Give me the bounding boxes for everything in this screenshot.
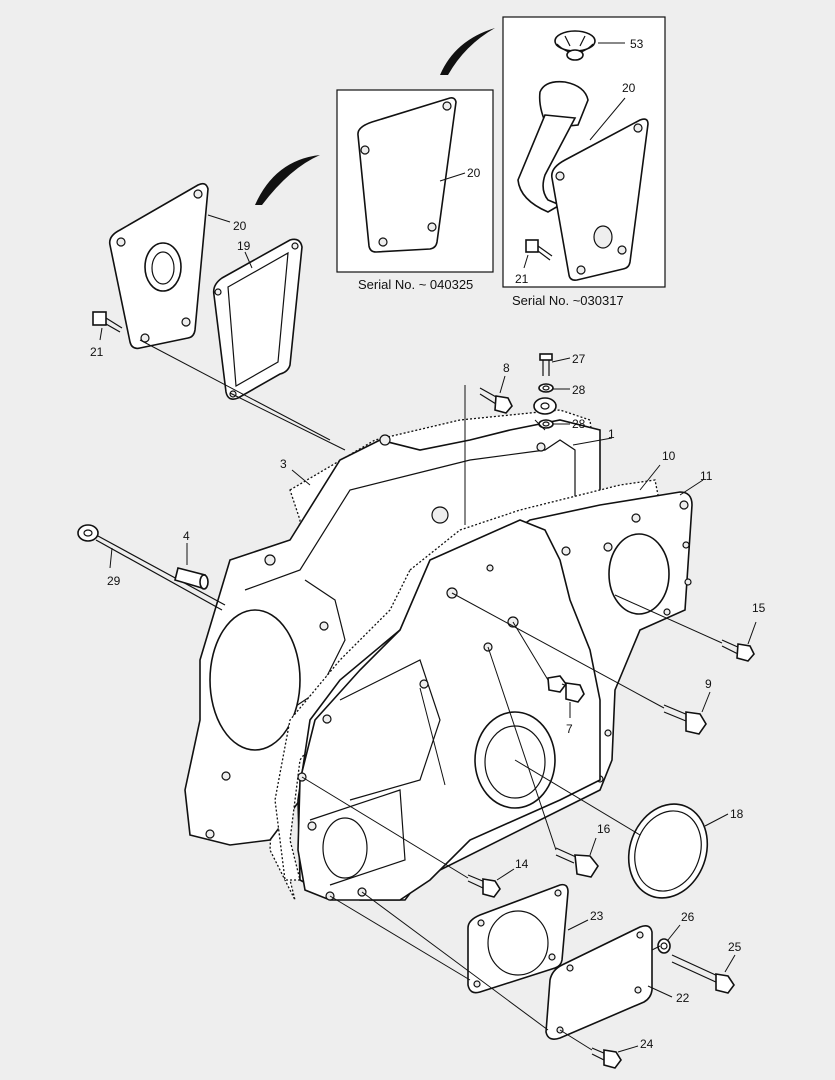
callout-15: 15 <box>752 601 766 615</box>
callout-21: 21 <box>90 345 104 359</box>
callout-26: 26 <box>681 910 695 924</box>
inset-serial-040325: 20 Serial No. ~ 040325 <box>255 89 494 292</box>
callout-21-inset: 21 <box>515 272 529 286</box>
callout-10: 10 <box>662 449 676 463</box>
bolt-24 <box>591 1047 622 1069</box>
filler-cap-53 <box>554 30 596 61</box>
washer-28-upper <box>538 383 554 393</box>
timing-cover <box>297 519 601 901</box>
cover-plate-20-inset-b <box>550 118 649 281</box>
callout-18: 18 <box>730 807 744 821</box>
bolt-27 <box>539 353 553 376</box>
callout-16: 16 <box>597 822 611 836</box>
callout-8: 8 <box>503 361 510 375</box>
callout-3: 3 <box>280 457 287 471</box>
cover-plate-20-inset-a <box>357 97 457 253</box>
filler-tube <box>517 80 589 213</box>
pointer-arrow <box>255 155 320 205</box>
bolt-8 <box>479 387 513 414</box>
bolt-21-inset <box>525 239 553 261</box>
seal-ring-18 <box>627 803 709 899</box>
bolt-14 <box>467 874 501 898</box>
callout-23: 23 <box>590 909 604 923</box>
callout-19: 19 <box>237 239 251 253</box>
callout-28-lower: 28 <box>572 417 586 431</box>
dipstick-guide-29 <box>77 524 226 611</box>
gasket-19 <box>212 238 303 400</box>
banjo-fitting <box>533 397 557 415</box>
bolt-7 <box>547 675 585 703</box>
callout-11: 11 <box>700 469 713 483</box>
callout-7: 7 <box>566 722 573 736</box>
callout-20: 20 <box>233 219 247 233</box>
callout-14: 14 <box>515 857 529 871</box>
callout-53: 53 <box>630 37 644 51</box>
bolt-25 <box>671 954 735 994</box>
callout-27: 27 <box>572 352 586 366</box>
callout-25: 25 <box>728 940 742 954</box>
callout-28-upper: 28 <box>572 383 586 397</box>
callout-24: 24 <box>640 1037 654 1051</box>
callout-4: 4 <box>183 529 190 543</box>
inset-caption-030317: Serial No. ~030317 <box>512 293 624 308</box>
bolt-21 <box>92 311 123 333</box>
callout-22: 22 <box>676 991 690 1005</box>
gasket-23 <box>467 883 569 994</box>
washer-26 <box>657 938 671 954</box>
callout-29: 29 <box>107 574 121 588</box>
callout-9: 9 <box>705 677 712 691</box>
bolt-9 <box>663 704 707 735</box>
bolt-15 <box>721 639 755 662</box>
inset-caption-040325: Serial No. ~ 040325 <box>358 277 473 292</box>
callout-20-inset-b: 20 <box>622 81 636 95</box>
bolt-16 <box>555 847 599 878</box>
dowel-pin-4 <box>174 567 209 590</box>
inset-serial-030317: 53 20 21 Serial No. ~030317 <box>440 16 666 308</box>
pointer-arrow <box>440 28 495 75</box>
callout-20-inset-a: 20 <box>467 166 481 180</box>
cover-plate-20 <box>108 182 209 350</box>
callout-1: 1 <box>608 427 615 441</box>
